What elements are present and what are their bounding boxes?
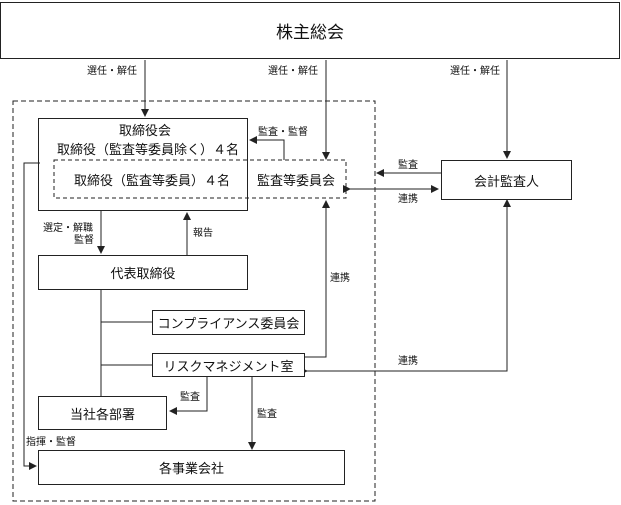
audit-directors-label: 取締役（監査等委員）４名 [74, 174, 231, 189]
label-coop-risk-committee: 連携 [330, 273, 350, 284]
edge-audit-supervise [249, 136, 285, 160]
departments-label: 当社各部署 [69, 407, 135, 423]
edge-coop-risk-auditor [300, 199, 511, 375]
label-coop-committee-auditor: 連携 [398, 194, 418, 205]
label-coop-risk-auditor: 連携 [398, 356, 418, 367]
label-report: 報告 [193, 228, 213, 239]
label-risk-audit-dept: 監査 [180, 392, 200, 403]
label-elect-auditor: 選任・解任 [450, 66, 500, 77]
shareholders-meeting-box: 株主総会 [0, 2, 620, 59]
compliance-label: コンプライアンス委員会 [157, 317, 300, 332]
label-direct-supervise: 指揮・監督 [26, 437, 76, 448]
label-supervise: 監督 [74, 235, 94, 246]
accounting-auditor-label: 会計監査人 [473, 174, 539, 190]
subsidiaries-box: 各事業会社 [38, 450, 345, 485]
label-elect-board: 選任・解任 [87, 66, 137, 77]
label-audit-supervise: 監査・監督 [258, 127, 308, 138]
board-title: 取締役会 [119, 124, 172, 139]
accounting-auditor-box: 会計監査人 [441, 160, 572, 200]
edge-coop-risk-committee [298, 200, 330, 361]
risk-box: リスクマネジメント室 [152, 353, 305, 377]
departments-box: 当社各部署 [38, 396, 167, 430]
subsidiaries-label: 各事業会社 [158, 462, 224, 477]
label-elect-audit: 選任・解任 [268, 66, 318, 77]
risk-label: リスクマネジメント室 [163, 359, 294, 375]
shareholders-label: 株主総会 [276, 23, 344, 43]
label-select-dismiss: 選定・解職 [43, 223, 93, 234]
compliance-box: コンプライアンス委員会 [152, 310, 305, 335]
audit-committee-label: 監査等委員会 [257, 174, 336, 189]
edge-risk-audit-dept [169, 377, 208, 415]
edge-direct-supervise [23, 162, 40, 470]
audit-committee-boundary [53, 159, 347, 199]
label-risk-audit-sub: 監査 [257, 409, 277, 420]
representative-box: 代表取締役 [38, 255, 248, 290]
board-box: 取締役会 取締役（監査等委員除く）４名 [38, 118, 248, 211]
label-audit-to-committee: 監査 [398, 160, 418, 171]
board-sub: 取締役（監査等委員除く）４名 [57, 143, 240, 158]
representative-label: 代表取締役 [110, 267, 176, 282]
